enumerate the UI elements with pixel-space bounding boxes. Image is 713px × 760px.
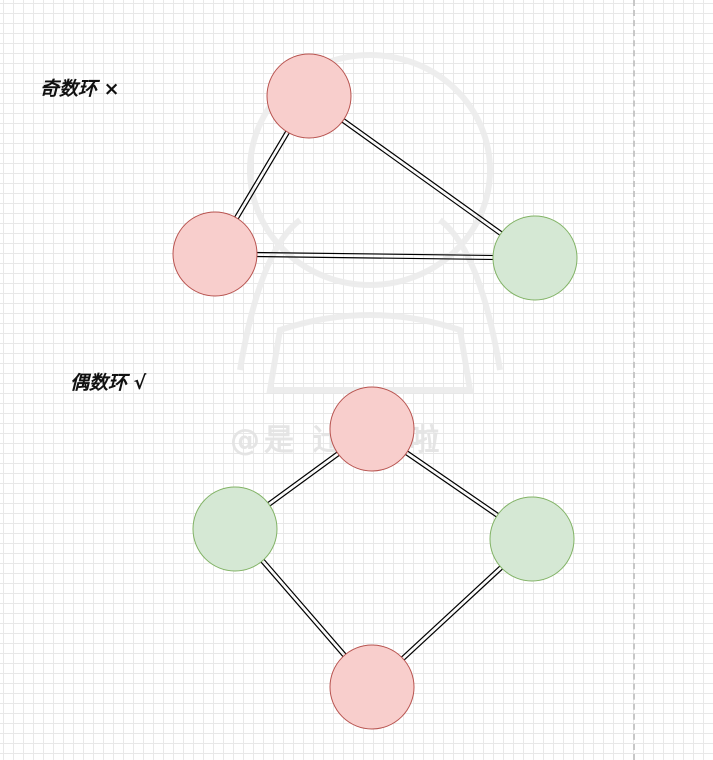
nodes-layer bbox=[172, 53, 578, 730]
even-cycle-label: 偶数环 √ bbox=[70, 372, 147, 394]
edge-stroke bbox=[309, 93, 537, 257]
page-boundary-line bbox=[633, 0, 635, 760]
watermark-figure bbox=[237, 52, 503, 393]
odd-cycle-node-red[interactable] bbox=[266, 53, 352, 139]
even-cycle-node-red[interactable] bbox=[329, 386, 415, 472]
odd-cycle-node-red[interactable] bbox=[172, 211, 258, 297]
odd-cycle-edge-a-c bbox=[307, 93, 537, 261]
even-cycle-node-green[interactable] bbox=[489, 496, 575, 582]
odd-cycle-edge-b-c bbox=[214, 251, 536, 261]
edge-stroke bbox=[215, 251, 536, 257]
edge-stroke bbox=[214, 255, 535, 261]
edge-stroke bbox=[307, 97, 535, 261]
even-cycle-node-green[interactable] bbox=[192, 486, 278, 572]
odd-cycle-node-green[interactable] bbox=[492, 215, 578, 301]
even-cycle-node-red[interactable] bbox=[329, 644, 415, 730]
odd-cycle-label: 奇数环 × bbox=[40, 78, 120, 100]
